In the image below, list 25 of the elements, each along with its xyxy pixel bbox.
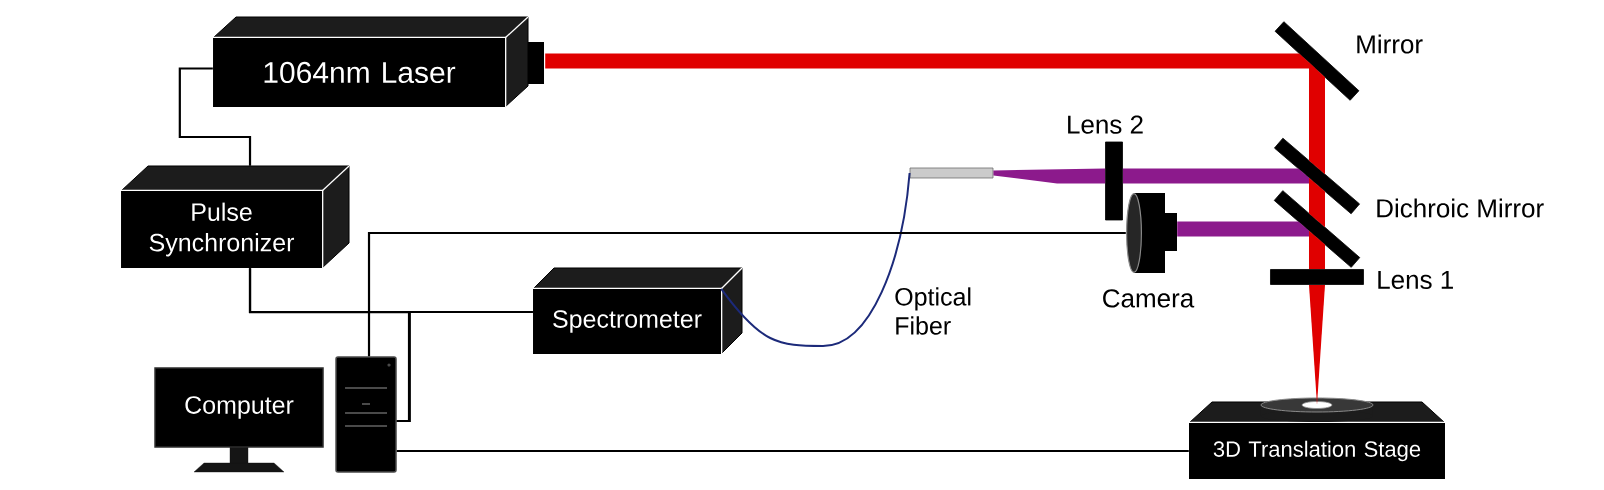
part-label: Lens 1 <box>1378 270 1453 290</box>
cable-line <box>367 231 1126 357</box>
cable-line <box>178 67 252 166</box>
light-beam <box>1309 177 1325 228</box>
part-label: Lens 2 <box>1068 115 1143 134</box>
monitor-screen: Computer <box>154 367 324 448</box>
stage-box: 3D Translation Stage <box>1188 397 1446 479</box>
part-label: Camera <box>1103 289 1195 308</box>
part-label: Dichroic Mirror <box>1377 198 1544 218</box>
fiber-tip <box>909 167 994 179</box>
light-beam <box>993 168 1106 184</box>
spectrometer-box: Spectrometer <box>532 267 743 355</box>
computer-tower <box>335 356 397 473</box>
light-beam <box>1177 221 1309 237</box>
light-beam <box>1309 62 1325 175</box>
light-beam <box>1309 230 1325 270</box>
cable-line <box>396 449 1189 453</box>
optical-fiber <box>720 172 911 347</box>
cable-line <box>248 268 411 423</box>
laser-box: 1064nm Laser <box>212 16 544 108</box>
part-label: Mirror <box>1357 34 1423 54</box>
light-beam <box>1122 168 1309 184</box>
synchronizer-box: Pulse Synchronizer <box>120 165 350 269</box>
part-label: Optical Fiber <box>895 287 971 335</box>
cable-line <box>396 310 533 423</box>
